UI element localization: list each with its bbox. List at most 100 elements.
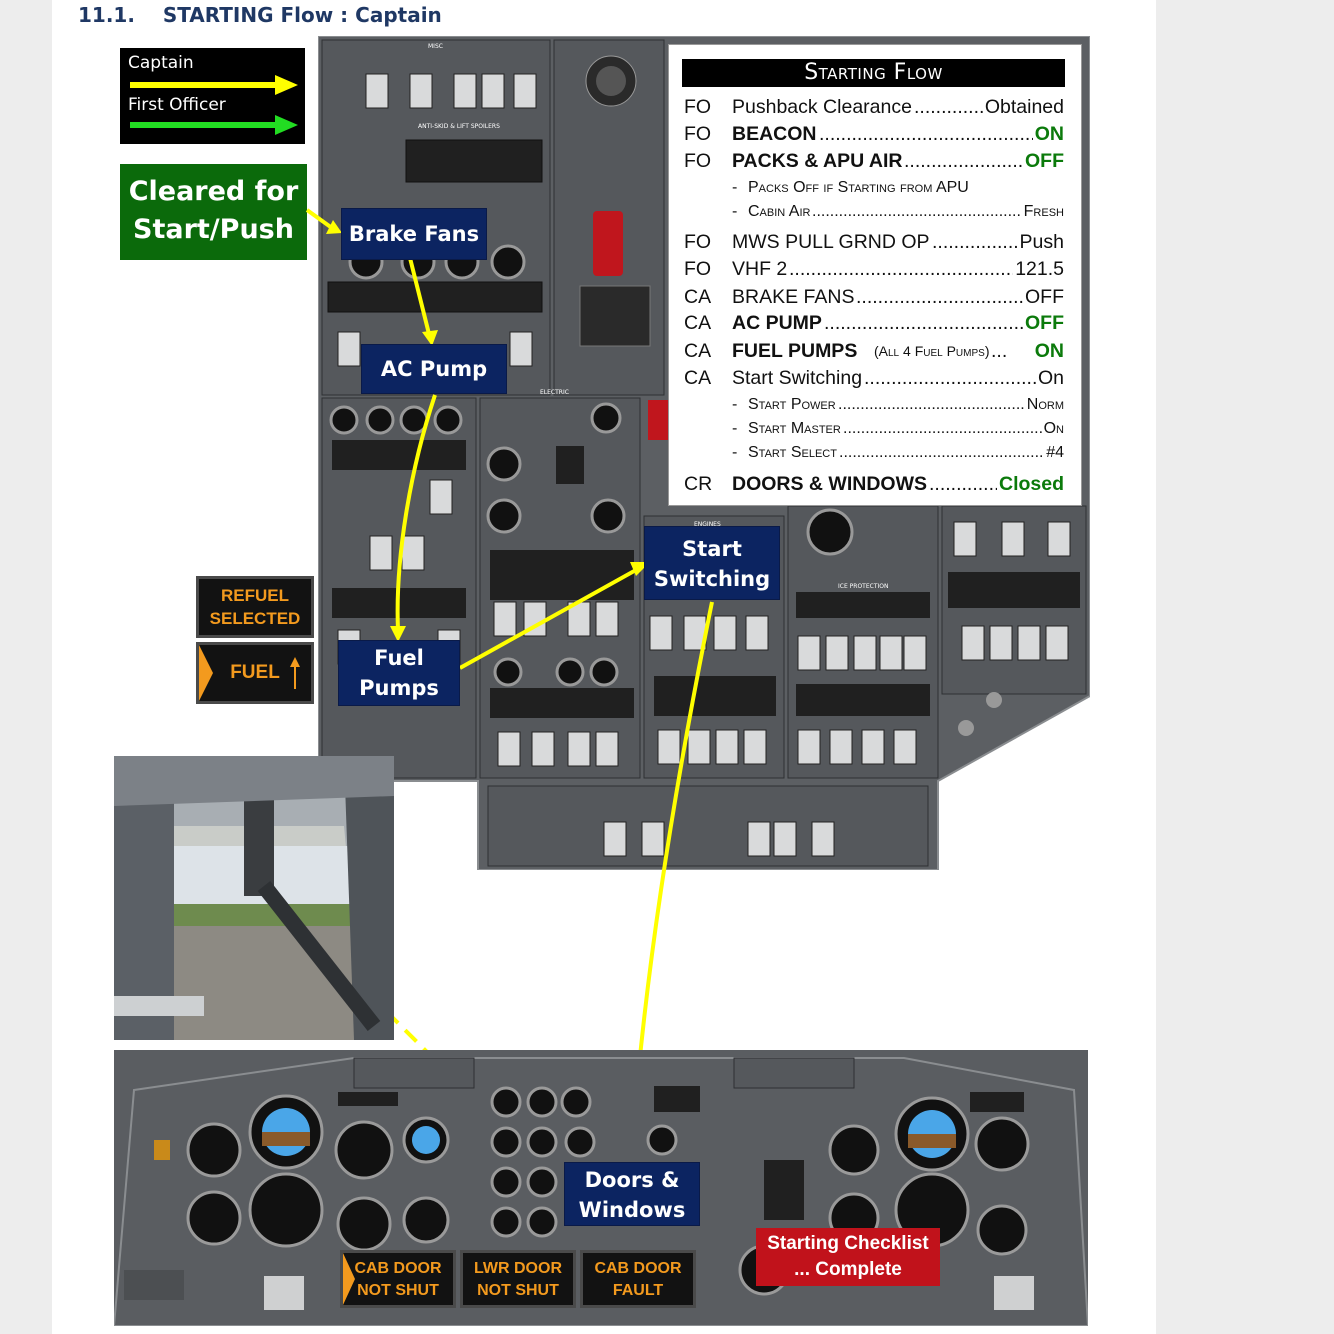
cabin-door-photo bbox=[114, 756, 394, 1040]
flow-item-label: Start Switching bbox=[732, 367, 863, 389]
panel-label-electric: ELECTRIC bbox=[540, 389, 569, 396]
leader-dots: ........................................… bbox=[812, 203, 1022, 220]
leader-dots: ........................................… bbox=[824, 312, 1023, 334]
legend-first-officer-arrow-icon bbox=[130, 115, 298, 135]
starting-flow-title: Starting Flow bbox=[682, 59, 1065, 87]
callout-start-switching-line2: Switching bbox=[653, 567, 771, 591]
flow-item-label: AC PUMP bbox=[732, 312, 822, 334]
leader-dots: ........................................… bbox=[838, 396, 1025, 413]
flow-item-value: #4 bbox=[1046, 444, 1064, 461]
cleared-line-2: Start/Push bbox=[133, 214, 294, 245]
cleared-line-1: Cleared for bbox=[128, 176, 299, 207]
flow-role: CA bbox=[684, 367, 712, 389]
cab-fault-line2: FAULT bbox=[612, 1282, 664, 1299]
checklist-line1: Starting Checklist bbox=[767, 1233, 929, 1254]
callout-fuel-pumps: Fuel Pumps bbox=[338, 640, 460, 706]
flow-item-label: FUEL PUMPS bbox=[732, 340, 858, 362]
flow-sub-dash: - bbox=[732, 396, 738, 413]
starting-flow-card: Starting Flow bbox=[668, 44, 1082, 506]
flow-item-label: Start Power bbox=[748, 396, 836, 413]
flow-role: FO bbox=[684, 123, 712, 145]
callout-brake-fans: Brake Fans bbox=[341, 208, 487, 260]
callout-ac-pump-text: AC Pump bbox=[380, 357, 488, 381]
flow-sub-dash: - bbox=[732, 203, 738, 220]
flow-item-label: Pushback Clearance bbox=[732, 96, 912, 118]
panel-label-engines: ENGINES bbox=[694, 521, 721, 528]
cab-door-line1: CAB DOOR bbox=[354, 1260, 442, 1277]
flow-item-value: ON bbox=[1034, 340, 1064, 362]
flow-sub-dash: - bbox=[732, 444, 738, 461]
flow-role: FO bbox=[684, 150, 712, 172]
flow-role: FO bbox=[684, 231, 712, 253]
flow-item-label: BRAKE FANS bbox=[732, 286, 855, 308]
flow-role: CA bbox=[684, 286, 712, 308]
callout-start-switching-line1: Start bbox=[682, 537, 742, 561]
callout-ac-pump: AC Pump bbox=[361, 344, 507, 394]
flow-role: FO bbox=[684, 96, 712, 118]
flow-item-value: OFF bbox=[1025, 286, 1064, 308]
legend-captain-arrow-icon bbox=[130, 75, 298, 95]
flow-role: CR bbox=[684, 473, 713, 495]
legend-captain-label: Captain bbox=[128, 53, 194, 73]
amber-chevron-icon bbox=[199, 645, 213, 701]
leader-dots: ...................... bbox=[932, 231, 1018, 253]
flow-item-value: Push bbox=[1019, 231, 1064, 253]
leader-dots: ........................................… bbox=[819, 123, 1033, 145]
lwr-door-not-shut-annunciator: LWR DOOR NOT SHUT bbox=[460, 1250, 576, 1308]
flow-item-label: PACKS & APU AIR bbox=[732, 150, 903, 172]
flow-item-value: Norm bbox=[1026, 396, 1064, 413]
misc-switches bbox=[365, 73, 537, 109]
panel-label-anti-skid: ANTI-SKID & LIFT SPOILERS bbox=[418, 123, 500, 130]
flow-item-value: Obtained bbox=[984, 96, 1064, 118]
fuel-annunciator: FUEL bbox=[196, 642, 314, 704]
flow-item-value: On bbox=[1037, 367, 1064, 389]
legend-first-officer-label: First Officer bbox=[128, 95, 226, 115]
leader-dots: ................. bbox=[929, 473, 997, 495]
flow-item-label: MWS PULL GRND OP bbox=[732, 231, 930, 253]
section-number: 11.1. bbox=[78, 3, 135, 27]
flow-item-label: Packs Off if Starting from APU bbox=[748, 179, 969, 196]
panel-label-misc: MISC bbox=[428, 43, 443, 50]
starting-flow-items: FO Pushback Clearance Obtained............… bbox=[668, 44, 1082, 506]
amber-chevron-icon bbox=[343, 1253, 355, 1305]
cabin-door-photo-image bbox=[114, 756, 394, 1040]
flow-item-value: 121.5 bbox=[1015, 258, 1064, 280]
flow-role: CA bbox=[684, 312, 712, 334]
refuel-line1: REFUEL bbox=[221, 586, 289, 605]
leader-dots: .................. bbox=[914, 96, 983, 118]
flow-item-label: VHF 2 bbox=[732, 258, 788, 280]
leader-dots: ........................................… bbox=[839, 444, 1044, 461]
starting-checklist-complete-box: Starting Checklist ... Complete bbox=[756, 1228, 940, 1286]
flow-item-label: Cabin Air bbox=[748, 203, 811, 220]
callout-brake-fans-text: Brake Fans bbox=[348, 222, 480, 246]
flow-item-value: OFF bbox=[1025, 150, 1064, 172]
callout-fuel-pumps-line2: Pumps bbox=[359, 676, 439, 700]
fuel-annunciator-text: FUEL bbox=[230, 662, 280, 683]
leader-dots: .............................. bbox=[904, 150, 1023, 172]
leader-dots: ........................................… bbox=[789, 258, 1013, 280]
refuel-selected-annunciator: REFUEL SELECTED bbox=[196, 576, 314, 638]
cab-door-fault-annunciator: CAB DOOR FAULT bbox=[580, 1250, 696, 1308]
flow-item-value: Closed bbox=[998, 473, 1064, 495]
flow-item-label: DOORS & WINDOWS bbox=[732, 473, 927, 495]
up-arrow-icon bbox=[290, 657, 300, 689]
refuel-line2: SELECTED bbox=[209, 609, 301, 628]
flow-item-label: Start Select bbox=[748, 444, 837, 461]
callout-doors-windows-line2: Windows bbox=[578, 1198, 686, 1222]
section-heading: 11.1. STARTING Flow : Captain bbox=[78, 3, 442, 27]
callout-fuel-pumps-line1: Fuel bbox=[374, 646, 424, 670]
flow-item-value: On bbox=[1043, 420, 1064, 437]
leader-dots: ........................................… bbox=[864, 367, 1036, 389]
flow-item-label: BEACON bbox=[732, 123, 817, 145]
flow-sub-dash: - bbox=[732, 179, 738, 196]
cab-door-line2: NOT SHUT bbox=[357, 1282, 439, 1299]
section-title: STARTING Flow : Captain bbox=[162, 3, 442, 27]
callout-doors-windows-line1: Doors & bbox=[584, 1168, 680, 1192]
flow-sub-dash: - bbox=[732, 420, 738, 437]
flow-item-value: Fresh bbox=[1023, 203, 1064, 220]
flow-role: FO bbox=[684, 258, 712, 280]
lwr-door-line1: LWR DOOR bbox=[474, 1260, 562, 1277]
cleared-for-start-box: Cleared for Start/Push bbox=[120, 164, 307, 260]
legend-box: Captain First Officer bbox=[120, 48, 305, 144]
flow-role: CA bbox=[684, 340, 712, 362]
